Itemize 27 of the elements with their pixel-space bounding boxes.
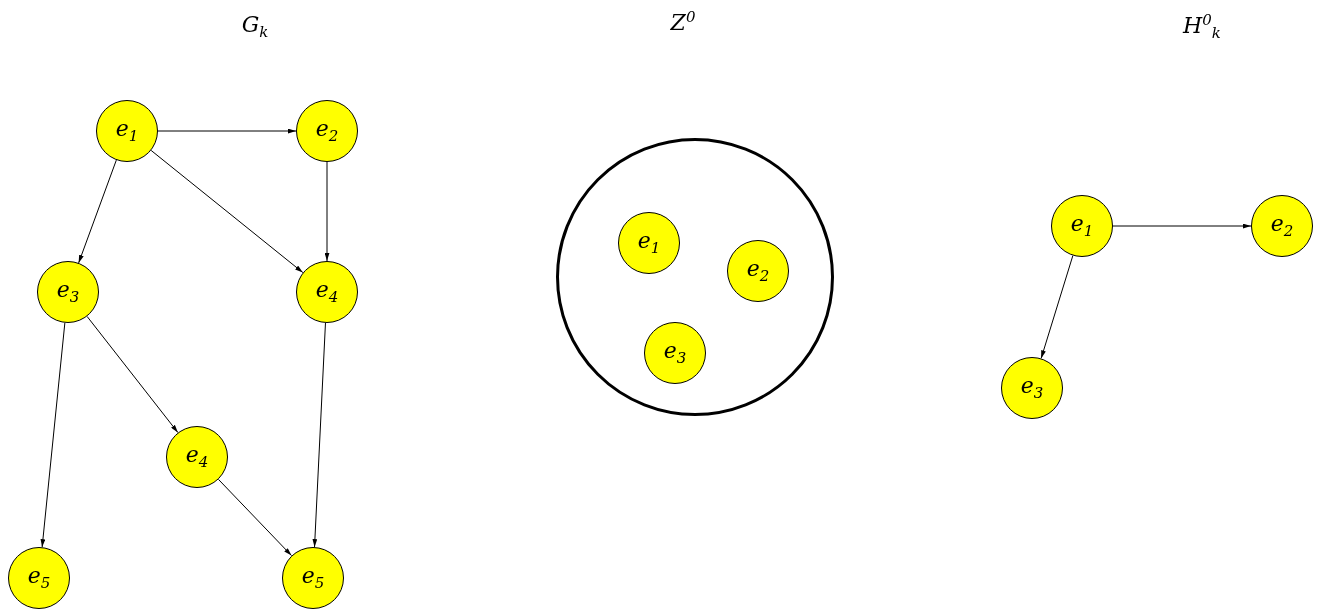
arrow bbox=[1112, 223, 1252, 229]
arrow bbox=[86, 315, 179, 434]
node-circle bbox=[166, 426, 228, 488]
node-label: e$_{3}$ bbox=[1020, 374, 1044, 402]
arrow bbox=[1040, 255, 1074, 359]
node-label: e$_{2}$ bbox=[315, 117, 339, 145]
node-label: e$_{3}$ bbox=[56, 278, 80, 306]
graph-title: G$_{k}$ bbox=[241, 13, 269, 41]
node-label: e$_{1}$ bbox=[637, 229, 661, 257]
group-circle bbox=[556, 138, 834, 416]
graph-title: Z$^{0}$ bbox=[670, 9, 696, 35]
node-label: e$_{4}$ bbox=[315, 278, 339, 306]
arrow bbox=[150, 149, 304, 274]
node-label: e$_{4}$ bbox=[185, 443, 209, 471]
node-label: e$_{2}$ bbox=[746, 257, 770, 285]
arrow bbox=[40, 322, 66, 548]
arrow bbox=[312, 322, 326, 548]
node-label: e$_{2}$ bbox=[1270, 212, 1294, 240]
node-label: e$_{3}$ bbox=[663, 339, 687, 367]
arrow bbox=[217, 478, 293, 557]
node-label: e$_{5}$ bbox=[27, 564, 51, 592]
arrow bbox=[78, 159, 117, 264]
arrow bbox=[324, 161, 330, 262]
node-label: e$_{5}$ bbox=[301, 564, 325, 592]
arrow bbox=[157, 128, 297, 134]
node-label: e$_{1}$ bbox=[1070, 212, 1094, 240]
node-label: e$_{1}$ bbox=[115, 117, 139, 145]
